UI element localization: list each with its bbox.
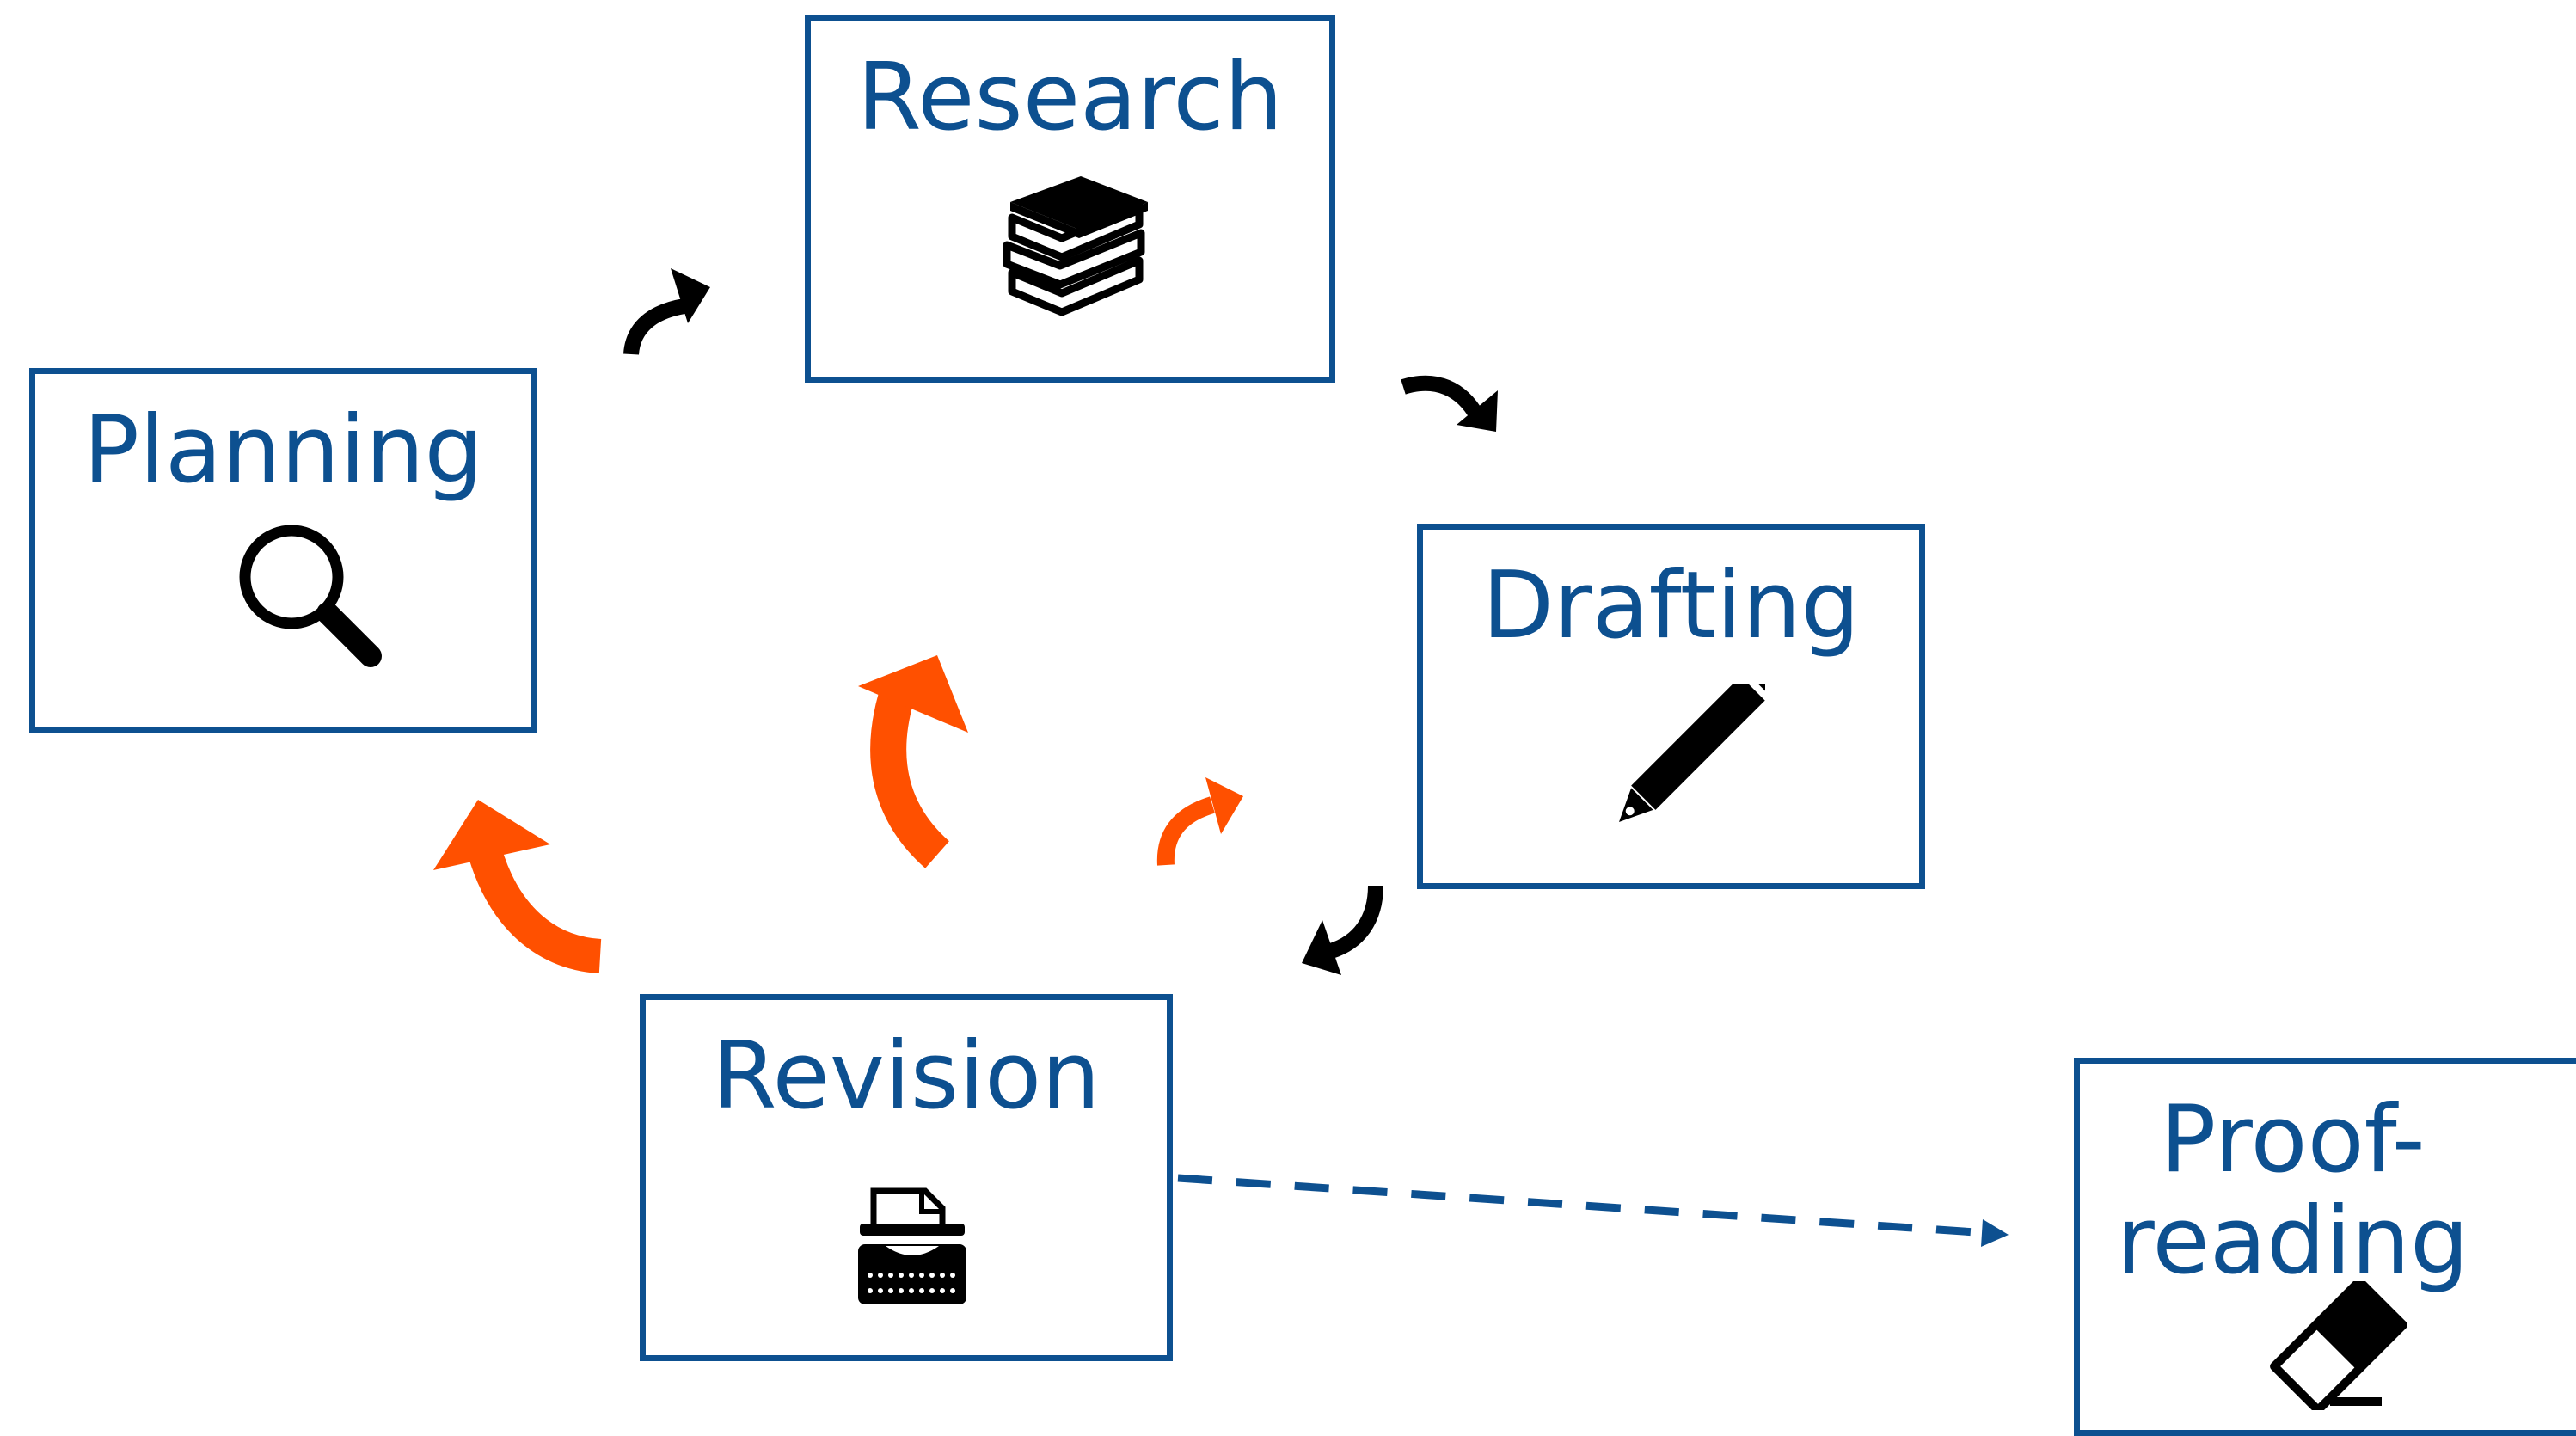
revision-label: Revision [712, 1022, 1101, 1130]
arrow-revision-to-research [858, 655, 968, 868]
arrow-revision-to-planning [433, 800, 602, 973]
arrow-planning-to-research [623, 268, 710, 356]
proofreading-node: Proof- reading [2074, 1058, 2576, 1436]
books-icon [1003, 176, 1148, 316]
planning-label: Planning [83, 396, 484, 504]
pencil-icon [1619, 684, 1765, 822]
research-label: Research [856, 44, 1284, 151]
research-node: Research [805, 15, 1335, 383]
planning-node: Planning [29, 368, 537, 733]
arrow-drafting-to-revision [1302, 885, 1383, 975]
proofreading-label-line1: Proof- [2160, 1086, 2426, 1194]
eraser-icon [2270, 1281, 2407, 1410]
drafting-node: Drafting [1417, 524, 1925, 889]
arrow-revision-to-drafting [1156, 777, 1243, 866]
typewriter-icon [858, 1187, 966, 1304]
arrow-revision-to-proofreading [1177, 1174, 2009, 1247]
magnifying-glass-icon [239, 525, 382, 667]
arrow-research-to-drafting [1401, 375, 1498, 432]
proofreading-label-line2: reading [2116, 1187, 2469, 1295]
drafting-label: Drafting [1481, 552, 1861, 660]
revision-node: Revision [640, 994, 1173, 1361]
